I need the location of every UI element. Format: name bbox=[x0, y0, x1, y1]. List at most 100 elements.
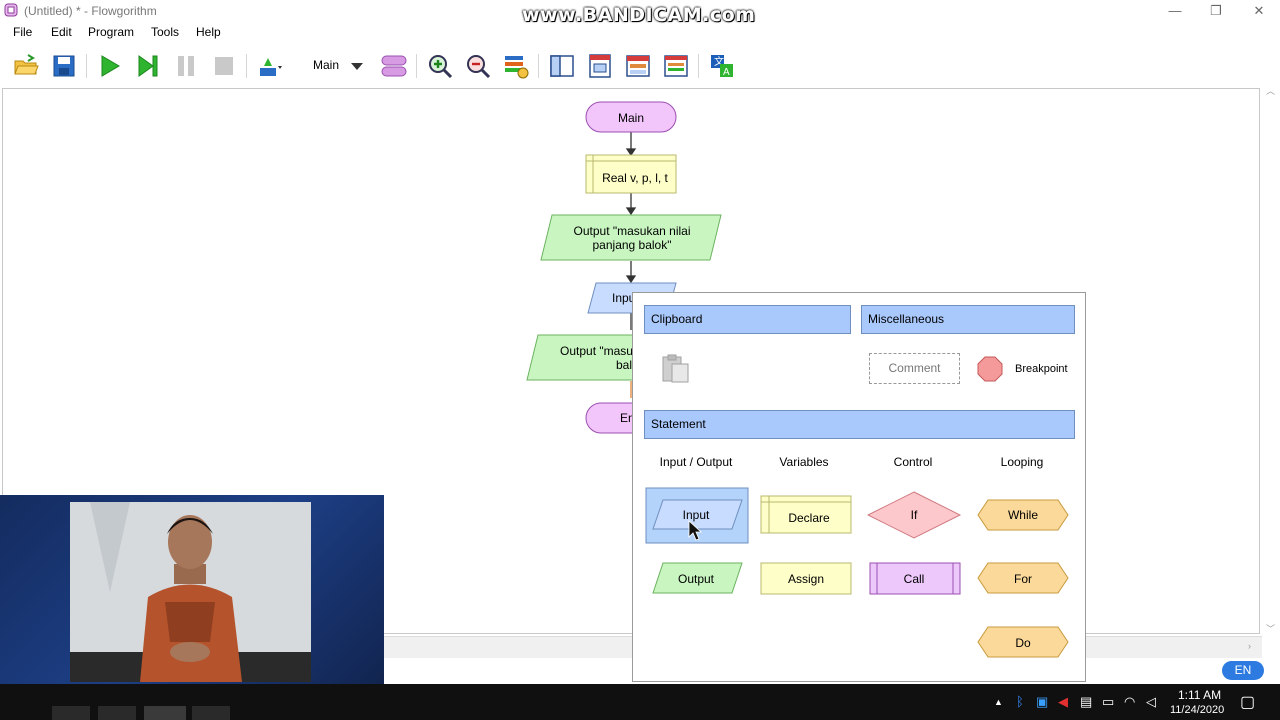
output-label-1[interactable]: Output "masukan nilai panjang balok" bbox=[556, 224, 708, 252]
function-selector[interactable]: Main bbox=[313, 58, 340, 72]
looping-column-label: Looping bbox=[1000, 455, 1044, 469]
toolbar-separator bbox=[86, 54, 87, 78]
toolbar-separator bbox=[698, 54, 699, 78]
while-shape-icon bbox=[977, 499, 1069, 531]
declare-label[interactable]: Real v, p, l, t bbox=[602, 171, 668, 185]
pause-icon[interactable] bbox=[172, 52, 200, 80]
volume-icon[interactable]: ◁ bbox=[1146, 694, 1156, 709]
clock-time[interactable]: 1:11 AM bbox=[1178, 688, 1222, 702]
for-shape-icon bbox=[977, 562, 1069, 594]
view-icon[interactable] bbox=[586, 52, 614, 80]
run-icon[interactable] bbox=[96, 52, 124, 80]
svg-text:文: 文 bbox=[714, 55, 724, 68]
output-label-1-line1: Output "masukan nilai bbox=[573, 224, 691, 238]
tray-app-icon[interactable]: ▤ bbox=[1080, 694, 1093, 709]
flowgorithm-logo-icon bbox=[4, 3, 18, 17]
output-shape-label[interactable]: Output bbox=[677, 572, 715, 586]
save-icon[interactable] bbox=[50, 52, 78, 80]
wifi-icon[interactable]: ◠ bbox=[1124, 694, 1136, 709]
call-shape-icon bbox=[869, 562, 961, 595]
tray-expand-icon[interactable]: ▲ bbox=[994, 697, 1003, 707]
layout-icon[interactable] bbox=[256, 52, 284, 80]
tray-app-icon[interactable]: ▣ bbox=[1036, 694, 1049, 709]
battery-icon[interactable]: ▭ bbox=[1102, 694, 1115, 709]
variables-column-label: Variables bbox=[779, 455, 829, 469]
if-shape-label[interactable]: If bbox=[910, 508, 918, 522]
webcam-overlay bbox=[0, 495, 384, 707]
menu-bar: File Edit Program Tools Help bbox=[0, 22, 1280, 42]
window-title: (Untitled) * - Flowgorithm bbox=[24, 4, 157, 18]
zoom-in-icon[interactable] bbox=[426, 52, 454, 80]
call-shape-label[interactable]: Call bbox=[903, 572, 925, 586]
view-icon[interactable] bbox=[548, 52, 576, 80]
scroll-right-icon[interactable]: › bbox=[1248, 641, 1251, 651]
recording-watermark: www.BANDICAM.com bbox=[522, 4, 756, 26]
chart-style-icon[interactable] bbox=[502, 52, 530, 80]
menu-file[interactable]: File bbox=[13, 25, 33, 39]
taskbar-app[interactable] bbox=[52, 706, 90, 720]
menu-program[interactable]: Program bbox=[88, 25, 135, 39]
open-folder-icon[interactable] bbox=[12, 52, 40, 80]
comment-shape[interactable]: Comment bbox=[869, 353, 960, 384]
toolbar-separator bbox=[416, 54, 417, 78]
minimize-button[interactable]: — bbox=[1168, 3, 1182, 18]
output-label-2[interactable]: Output "masu bal bbox=[560, 344, 640, 372]
presenter-image bbox=[70, 502, 311, 682]
zoom-out-icon[interactable] bbox=[464, 52, 492, 80]
scroll-up-icon[interactable]: ︿ bbox=[1266, 86, 1276, 96]
bluetooth-icon[interactable]: ᛒ bbox=[1016, 694, 1024, 709]
miscellaneous-header: Miscellaneous bbox=[861, 305, 1075, 334]
mouse-cursor-icon bbox=[688, 520, 703, 541]
view-icon[interactable] bbox=[662, 52, 690, 80]
assign-shape-icon bbox=[760, 562, 852, 595]
end-terminal-label[interactable]: En bbox=[620, 411, 635, 425]
notification-icon[interactable]: ▢ bbox=[1240, 694, 1256, 711]
shape-style-icon[interactable] bbox=[380, 52, 408, 80]
windows-taskbar bbox=[0, 684, 1280, 720]
clock-date[interactable]: 11/24/2020 bbox=[1170, 704, 1225, 716]
toolbar: Main bbox=[0, 44, 1280, 86]
recording-icon[interactable]: ◀ bbox=[1058, 694, 1068, 709]
taskbar-app[interactable] bbox=[144, 706, 186, 720]
chevron-down-icon[interactable] bbox=[344, 52, 372, 80]
do-shape-label[interactable]: Do bbox=[1015, 636, 1031, 650]
step-icon[interactable] bbox=[134, 52, 162, 80]
input-output-column-label: Input / Output bbox=[659, 455, 733, 469]
while-shape-label[interactable]: While bbox=[1007, 508, 1038, 522]
start-terminal-shape bbox=[585, 101, 677, 133]
insert-shape-popup: Clipboard Miscellaneous Comment Breakpoi… bbox=[632, 292, 1086, 682]
taskbar-app[interactable] bbox=[192, 706, 230, 720]
assign-shape-label[interactable]: Assign bbox=[787, 572, 825, 586]
webcam-video bbox=[70, 502, 311, 682]
breakpoint-label[interactable]: Breakpoint bbox=[1015, 363, 1068, 375]
statement-shapes bbox=[645, 487, 1069, 658]
statement-header: Statement bbox=[644, 410, 1075, 439]
translate-icon[interactable]: 文 A bbox=[708, 52, 736, 80]
paste-icon[interactable] bbox=[659, 353, 691, 385]
title-bar: (Untitled) * - Flowgorithm www.BANDICAM.… bbox=[0, 0, 1280, 26]
menu-edit[interactable]: Edit bbox=[51, 25, 72, 39]
restore-button[interactable]: ❐ bbox=[1210, 3, 1222, 18]
vertical-scrollbar[interactable]: ︿ ﹀ bbox=[1262, 86, 1278, 636]
menu-tools[interactable]: Tools bbox=[151, 25, 180, 39]
for-shape-label[interactable]: For bbox=[1014, 572, 1032, 586]
declare-shape-label[interactable]: Declare bbox=[788, 511, 830, 525]
input-shape-icon bbox=[652, 499, 743, 530]
taskbar-app[interactable] bbox=[98, 706, 136, 720]
input-shape-label[interactable]: Input bbox=[682, 508, 710, 522]
close-button[interactable]: ✕ bbox=[1253, 3, 1265, 18]
clipboard-header: Clipboard bbox=[644, 305, 851, 334]
breakpoint-icon[interactable] bbox=[976, 355, 1004, 383]
output-label-1-line2: panjang balok" bbox=[592, 238, 672, 252]
view-icon[interactable] bbox=[624, 52, 652, 80]
language-indicator[interactable]: EN bbox=[1222, 661, 1264, 680]
output-shape-icon bbox=[652, 562, 743, 594]
scroll-down-icon[interactable]: ﹀ bbox=[1266, 624, 1276, 634]
toolbar-separator bbox=[246, 54, 247, 78]
control-column-label: Control bbox=[893, 455, 933, 469]
menu-help[interactable]: Help bbox=[196, 25, 221, 39]
stop-icon[interactable] bbox=[210, 52, 238, 80]
input-label[interactable]: Inpu bbox=[612, 291, 636, 305]
start-terminal-label[interactable]: Main bbox=[617, 111, 644, 125]
